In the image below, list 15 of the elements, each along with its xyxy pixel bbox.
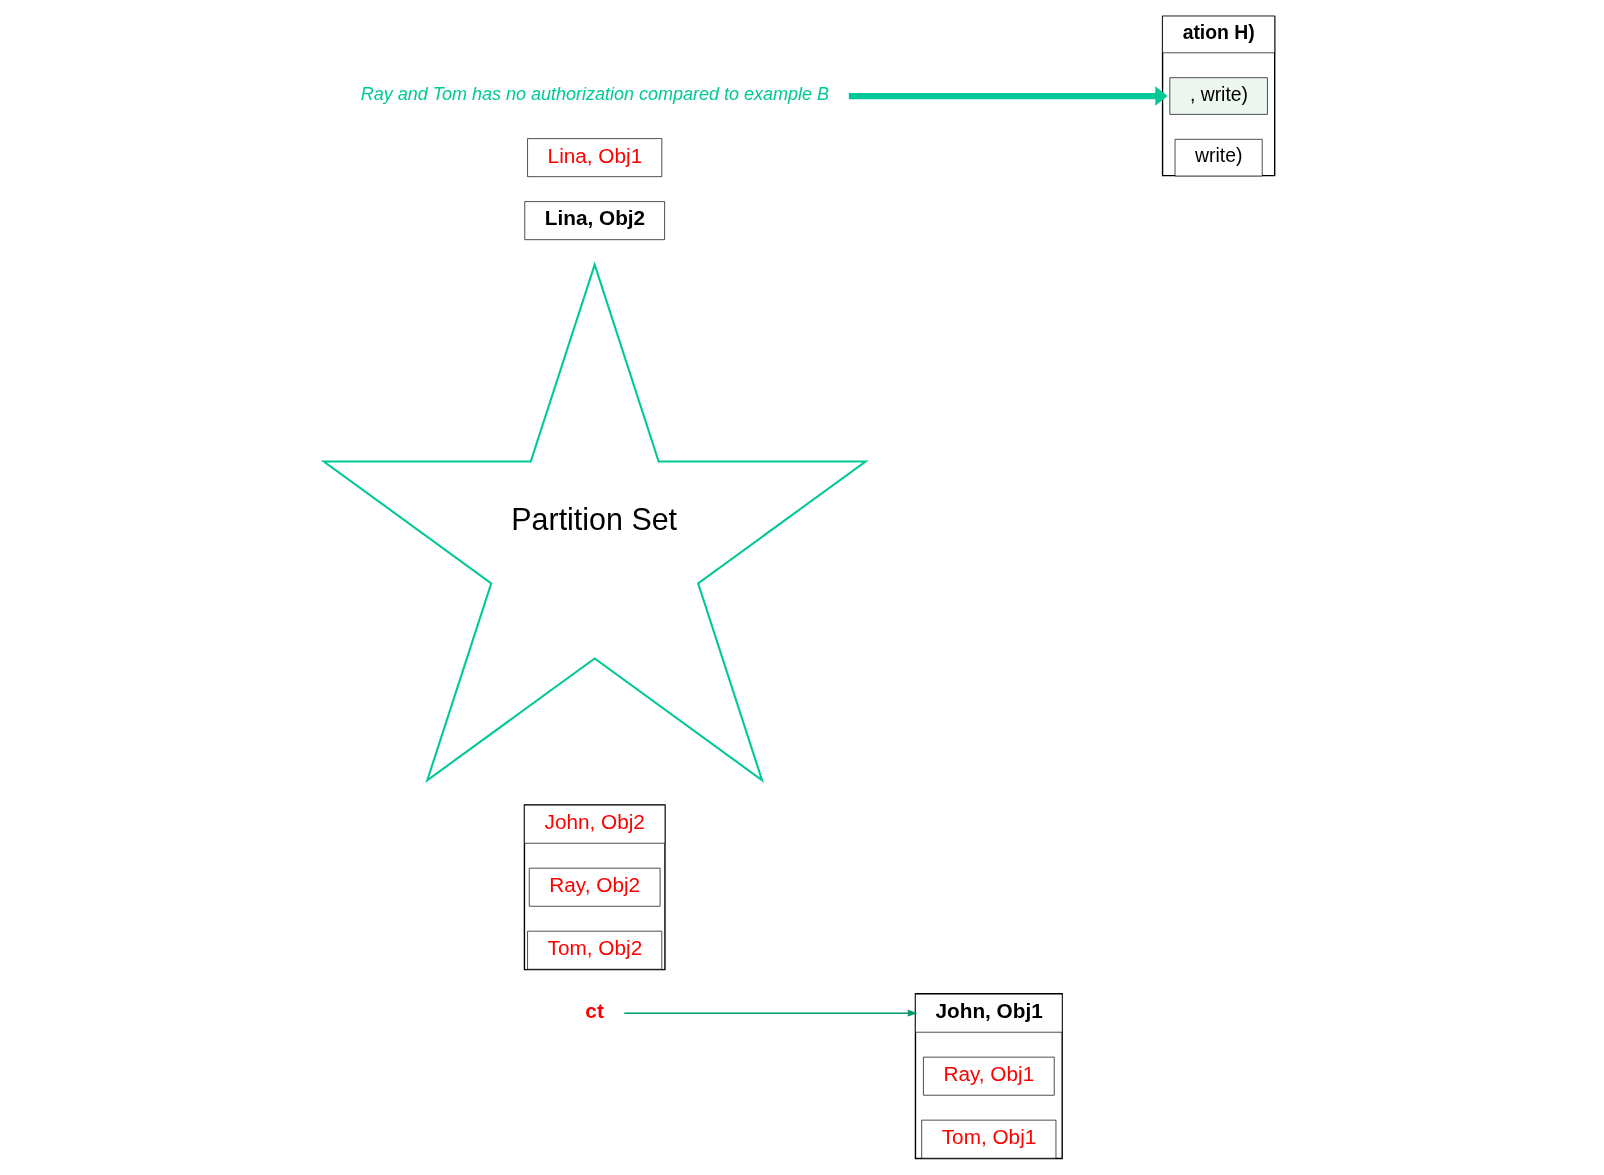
node-box: ation H) <box>1162 15 1276 54</box>
node-box: John, Obj1 <box>915 993 1063 1033</box>
arrow <box>848 86 1168 106</box>
node-box: Lina, Obj2 <box>524 201 665 240</box>
node-text: ct <box>585 998 604 1022</box>
node-box: John, Obj2 <box>524 804 666 844</box>
node-box: Ray, Obj1 <box>923 1056 1055 1096</box>
node-box: Ray, Obj2 <box>528 867 661 907</box>
arrow <box>623 1009 918 1017</box>
node-box: Lina, Obj1 <box>527 138 663 178</box>
node-box: , write) <box>1169 77 1268 115</box>
node-box: Tom, Obj2 <box>527 930 663 970</box>
node-text: Ray and Tom has no authorization compared to example B <box>360 83 829 104</box>
node-box: Tom, Obj1 <box>921 1119 1057 1159</box>
node-box: write) <box>1174 138 1263 177</box>
